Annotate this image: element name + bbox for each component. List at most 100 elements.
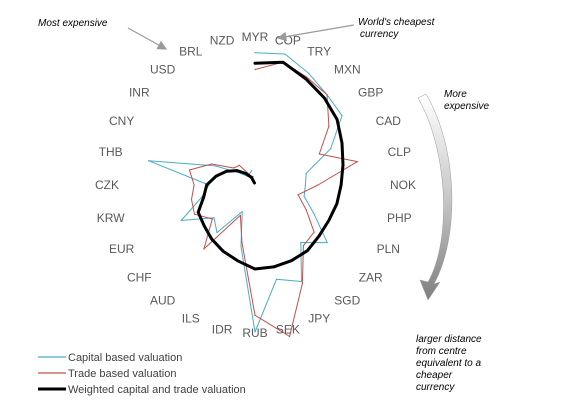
more-expensive-annotation: More expensive	[444, 89, 489, 112]
category-label-ils: ILS	[182, 311, 200, 325]
category-label-clp: CLP	[388, 145, 411, 159]
point-weighted-capital-and-trade-valuation-cop	[282, 61, 284, 63]
worlds-cheapest-annotation: World's cheapest currency	[358, 17, 437, 40]
point-capital-based-valuation-jpy	[300, 280, 303, 283]
category-label-usd: USD	[150, 62, 176, 76]
point-trade-based-valuation-jpy	[301, 282, 303, 284]
point-capital-based-valuation-rub	[254, 331, 256, 333]
point-weighted-capital-and-trade-valuation-brl	[250, 176, 252, 178]
category-label-chf: CHF	[127, 270, 152, 284]
point-trade-based-valuation-eur	[193, 213, 196, 215]
point-trade-based-valuation-thb	[188, 169, 191, 171]
legend-label-weighted: Weighted capital and trade valuation	[68, 384, 246, 396]
point-weighted-capital-and-trade-valuation-sek	[273, 266, 275, 268]
point-trade-based-valuation-usd	[238, 164, 240, 166]
point-weighted-capital-and-trade-valuation-thb	[215, 175, 217, 177]
point-trade-based-valuation-zar	[313, 231, 315, 233]
point-weighted-capital-and-trade-valuation-idr	[237, 260, 239, 262]
point-weighted-capital-and-trade-valuation-gbp	[336, 118, 338, 121]
legend-label-capital: Capital based valuation	[68, 352, 182, 364]
worlds-cheapest-arrow	[276, 24, 355, 42]
point-trade-based-valuation-rub	[254, 314, 256, 316]
category-label-gbp: GBP	[358, 86, 383, 100]
point-weighted-capital-and-trade-valuation-jpy	[290, 260, 292, 262]
category-label-mxn: MXN	[334, 62, 361, 76]
point-weighted-capital-and-trade-valuation-clp	[342, 164, 344, 166]
worlds-cheapest-line1: World's cheapest	[358, 17, 436, 28]
category-label-inr: INR	[129, 86, 150, 100]
point-capital-based-valuation-cad	[330, 148, 332, 150]
point-weighted-capital-and-trade-valuation-usd	[245, 172, 247, 175]
legend-label-trade: Trade based valuation	[68, 368, 176, 380]
point-weighted-capital-and-trade-valuation-sgd	[306, 250, 308, 252]
series-line-weighted-capital-and-trade-valuation	[196, 60, 345, 271]
category-label-pln: PLN	[377, 242, 400, 256]
category-label-nzd: NZD	[210, 34, 235, 48]
larger-distance-line5: currency	[416, 382, 455, 393]
category-label-try: TRY	[307, 45, 331, 59]
point-trade-based-valuation-krw	[190, 198, 193, 201]
point-trade-based-valuation-sgd	[302, 245, 304, 247]
point-capital-based-valuation-cny	[214, 165, 216, 167]
category-label-aud: AUD	[150, 294, 176, 308]
category-label-cad: CAD	[376, 114, 402, 128]
point-trade-based-valuation-myr	[254, 68, 256, 71]
point-capital-based-valuation-ils	[241, 210, 243, 213]
category-label-krw: KRW	[97, 211, 125, 225]
point-capital-based-valuation-thb	[147, 160, 150, 162]
category-label-php: PHP	[387, 211, 412, 225]
point-capital-based-valuation-zar	[326, 242, 328, 244]
category-label-rub: RUB	[242, 326, 267, 340]
point-capital-based-valuation-sek	[275, 278, 278, 280]
category-label-myr: MYR	[242, 30, 269, 44]
most-expensive-arrow	[127, 27, 168, 50]
category-label-eur: EUR	[109, 242, 135, 256]
point-trade-based-valuation-pln	[305, 209, 307, 211]
point-trade-based-valuation-cny	[210, 163, 213, 165]
point-capital-based-valuation-aud	[216, 232, 218, 234]
point-capital-based-valuation-nzd	[251, 170, 253, 172]
category-label-cny: CNY	[109, 114, 134, 128]
point-weighted-capital-and-trade-valuation-nok	[340, 184, 342, 186]
point-weighted-capital-and-trade-valuation-mxn	[323, 97, 325, 99]
point-trade-based-valuation-chf	[211, 218, 213, 220]
point-weighted-capital-and-trade-valuation-cny	[226, 170, 228, 172]
series-layer	[147, 52, 358, 338]
category-label-zar: ZAR	[359, 270, 383, 284]
larger-distance-line2: from centre	[416, 346, 467, 357]
worlds-cheapest-line2: currency	[360, 29, 399, 40]
point-capital-based-valuation-php	[303, 195, 305, 197]
category-label-sgd: SGD	[334, 294, 360, 308]
point-weighted-capital-and-trade-valuation-nzd	[253, 182, 256, 184]
most-expensive-annotation: Most expensive	[38, 18, 108, 29]
point-trade-based-valuation-nok	[317, 184, 319, 186]
series-line-trade-based-valuation	[189, 61, 358, 337]
point-trade-based-valuation-inr	[233, 167, 235, 169]
point-trade-based-valuation-cad	[318, 153, 320, 155]
point-weighted-capital-and-trade-valuation-ils	[222, 250, 224, 252]
point-weighted-capital-and-trade-valuation-czk	[206, 184, 208, 186]
category-label-czk: CZK	[95, 178, 119, 192]
larger-distance-line4: cheaper	[416, 370, 453, 381]
more-expensive-line2: expensive	[444, 101, 489, 112]
point-capital-based-valuation-try	[308, 72, 310, 74]
category-label-sek: SEK	[276, 322, 300, 336]
more-expensive-line1: More	[444, 89, 467, 100]
point-capital-based-valuation-pln	[313, 212, 315, 214]
category-label-idr: IDR	[212, 322, 233, 336]
more-expensive-curved-arrow	[417, 93, 453, 301]
series-line-capital-based-valuation	[148, 52, 343, 333]
point-capital-based-valuation-eur	[180, 219, 182, 222]
point-weighted-capital-and-trade-valuation-chf	[203, 225, 205, 227]
category-label-nok: NOK	[390, 178, 416, 192]
legend: Capital based valuation Trade based valu…	[38, 352, 246, 396]
point-trade-based-valuation-clp	[356, 161, 358, 163]
point-trade-based-valuation-mxn	[326, 94, 328, 96]
point-weighted-capital-and-trade-valuation-try	[305, 78, 307, 80]
point-capital-based-valuation-cop	[284, 53, 286, 55]
larger-distance-annotation: larger distance from centre equivalent t…	[416, 334, 484, 393]
point-weighted-capital-and-trade-valuation-pln	[328, 219, 330, 222]
point-weighted-capital-and-trade-valuation-krw	[203, 196, 205, 198]
point-weighted-capital-and-trade-valuation-myr	[254, 62, 256, 64]
